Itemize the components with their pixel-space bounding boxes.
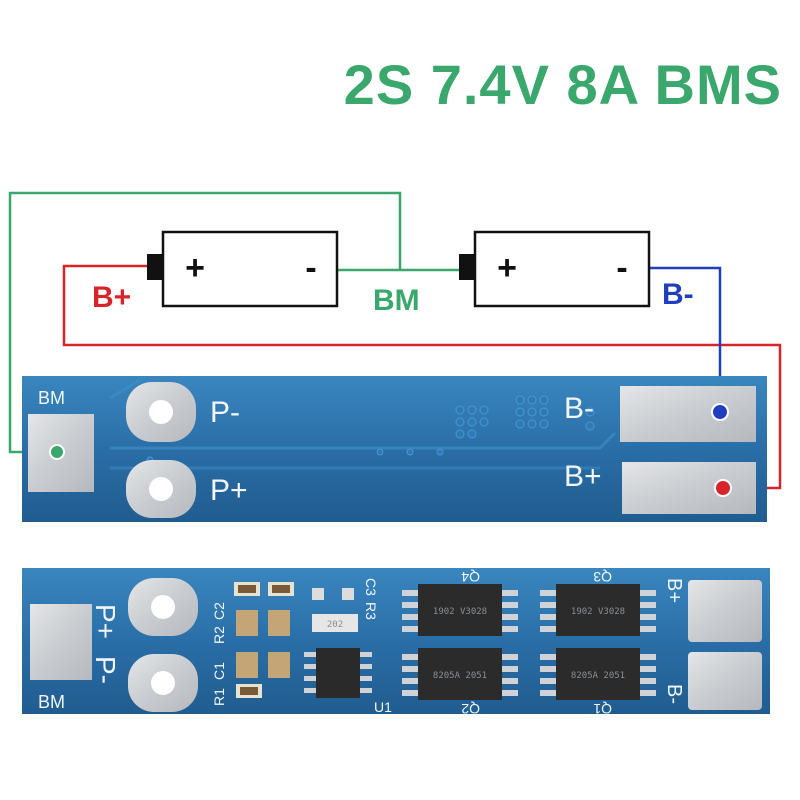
b-minus-label: B- (662, 278, 694, 311)
q4-mark: 1902 V3028 (433, 607, 487, 617)
bms-board-top: BM P- P+ B- B+ (22, 376, 767, 522)
bm-wire-dot (49, 444, 65, 460)
mosfet-q3: 1902 V3028 (540, 584, 656, 636)
b-plus-silk-bottom: B+ (663, 578, 685, 603)
q1-mark: 8205A 2051 (571, 671, 625, 681)
u1-chip (304, 648, 372, 698)
silk-u1: U1 (374, 699, 392, 715)
b-minus-pad-bottom (688, 652, 762, 710)
b-plus-silk-top: B+ (564, 460, 602, 493)
bm-silk-top: BM (38, 388, 65, 408)
bm-label: BM (373, 284, 420, 317)
q3-mark: 1902 V3028 (571, 607, 625, 617)
bms-board-bottom: BM P+ P- R2 C2 R1 C1 202 C3 R3 (22, 568, 770, 717)
p-plus-silk-top: P+ (210, 474, 248, 507)
silk-c3: C3 (363, 578, 379, 596)
cell-1: + - (147, 230, 339, 308)
b-minus-silk-top: B- (564, 392, 594, 425)
bm-silk-bottom: BM (38, 692, 65, 712)
p-minus-silk-bottom: P- (90, 656, 121, 684)
page-title: 2S 7.4V 8A BMS (343, 53, 782, 116)
b-plus-pad-bottom (688, 580, 762, 642)
b-plus-pad-top (622, 462, 756, 514)
b-plus-wire (62, 264, 782, 490)
b-minus-wire-dot (711, 403, 729, 421)
silk-r2: R2 (211, 626, 227, 644)
cell-1-plus: + (185, 249, 205, 287)
r202-mark: 202 (327, 620, 343, 630)
silk-q1: Q1 (593, 701, 612, 717)
p-plus-silk-bottom: P+ (90, 604, 121, 639)
silk-q3: Q3 (593, 569, 612, 585)
silk-c2: C2 (211, 602, 227, 620)
cell-2: + - (459, 230, 651, 308)
silk-r3: R3 (363, 602, 379, 620)
mosfet-q1: 8205A 2051 (540, 648, 656, 700)
silk-q4: Q4 (461, 569, 480, 585)
silk-q2: Q2 (461, 701, 480, 717)
silk-r1: R1 (211, 688, 227, 706)
b-minus-wire (650, 266, 722, 412)
b-plus-wire-dot (714, 479, 732, 497)
mosfet-q2: 8205A 2051 (402, 648, 518, 700)
silk-c1: C1 (211, 662, 227, 680)
cell-1-minus: - (305, 249, 316, 287)
b-minus-pad-top (620, 386, 756, 442)
bm-pad-bottom (30, 604, 92, 680)
p-minus-silk-top: P- (210, 396, 240, 429)
cell-2-minus: - (616, 249, 627, 287)
mosfet-q4: 1902 V3028 (402, 584, 518, 636)
q2-mark: 8205A 2051 (433, 671, 487, 681)
b-plus-label: B+ (92, 281, 131, 314)
cell-2-plus: + (497, 249, 517, 287)
b-minus-silk-bottom: B- (663, 684, 685, 704)
